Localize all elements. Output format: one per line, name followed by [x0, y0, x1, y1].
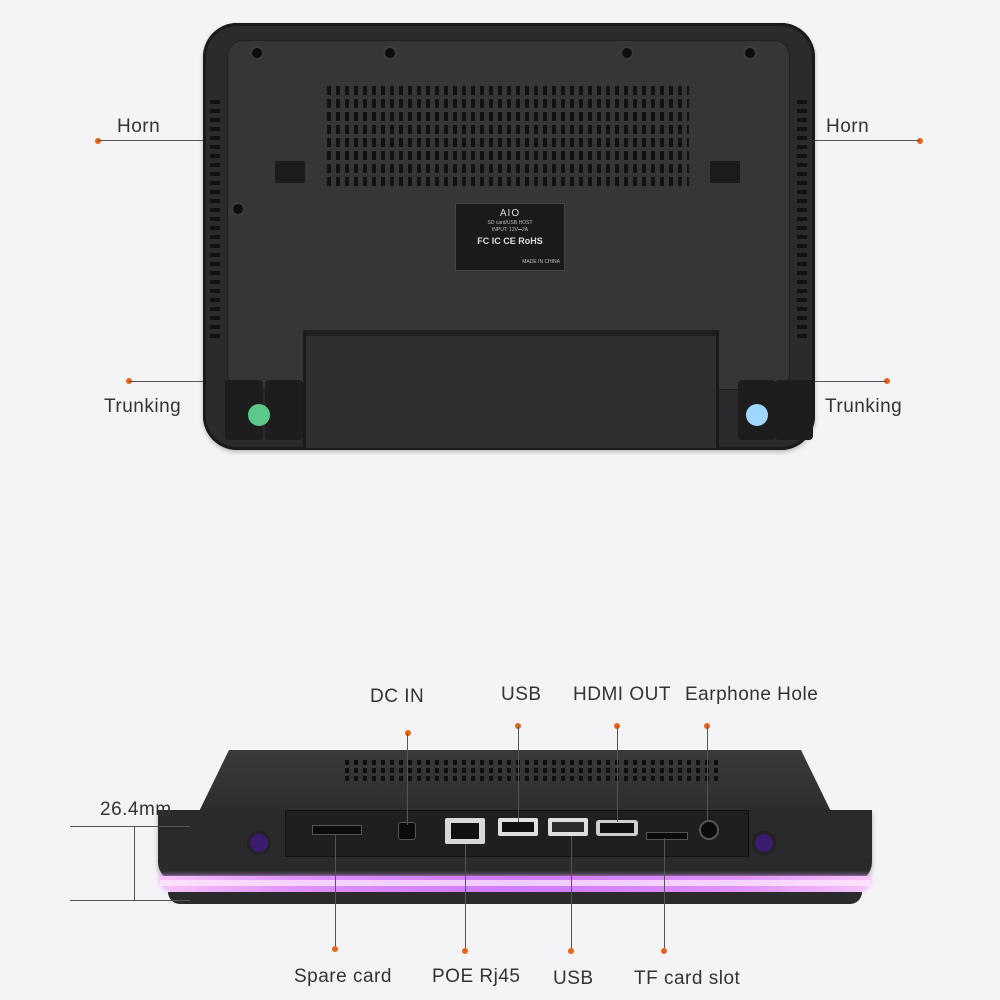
mount-slot	[275, 161, 305, 183]
device-label-plate: AIO SD card/USB HOST INPUT: 12V⎓2A FC IC…	[455, 203, 565, 271]
device-foot	[168, 892, 862, 904]
plate-certifications: FC IC CE RoHS	[477, 236, 543, 246]
poe-rj45-label: POE Rj45	[432, 966, 521, 987]
screw	[622, 48, 632, 58]
screw	[252, 48, 262, 58]
usb-port-1[interactable]	[498, 818, 538, 836]
side-vent-left	[210, 100, 220, 340]
callout-dot	[568, 948, 574, 954]
earphone-hole-label: Earphone Hole	[685, 684, 819, 705]
horn-right-label: Horn	[826, 116, 870, 137]
rj45-port[interactable]	[445, 818, 485, 844]
screw	[233, 204, 243, 214]
screw	[385, 48, 395, 58]
usb-top-label: USB	[501, 684, 542, 705]
plate-made-in: MADE IN CHINA	[522, 259, 560, 265]
speaker-vent-grille	[327, 86, 689, 190]
callout-dot	[917, 138, 923, 144]
callout-line	[707, 726, 708, 822]
trunking-left-label: Trunking	[104, 396, 182, 417]
blue-button[interactable]	[746, 404, 768, 426]
side-vent-right	[797, 100, 807, 340]
device-top-vent	[345, 760, 720, 782]
tf-card-slot[interactable]	[646, 832, 688, 840]
trunking-right-label: Trunking	[825, 396, 903, 417]
dimension-line-bottom	[70, 900, 190, 901]
callout-dot	[661, 948, 667, 954]
usb-port-2[interactable]	[548, 818, 588, 836]
callout-line	[129, 381, 203, 382]
spare-card-slot[interactable]	[312, 825, 362, 835]
dimension-line-top	[70, 826, 190, 827]
screw	[745, 48, 755, 58]
spare-card-label: Spare card	[294, 966, 392, 987]
side-knob-right	[755, 834, 773, 852]
callout-dot	[462, 948, 468, 954]
callout-line	[465, 844, 466, 948]
led-light-highlight	[160, 880, 870, 886]
thickness-label: 26.4mm	[100, 799, 172, 820]
callout-line	[815, 381, 887, 382]
tablet-stand	[303, 330, 719, 448]
mount-slot	[710, 161, 740, 183]
hdmi-port[interactable]	[596, 820, 638, 836]
callout-dot	[884, 378, 890, 384]
dc-in-label: DC IN	[370, 686, 425, 707]
horn-left-label: Horn	[117, 116, 161, 137]
green-button[interactable]	[248, 404, 270, 426]
callout-dot	[95, 138, 101, 144]
callout-dot	[332, 946, 338, 952]
earphone-jack[interactable]	[699, 820, 719, 840]
dimension-line-vertical	[134, 826, 135, 900]
usb-bottom-label: USB	[553, 968, 594, 989]
plate-line1: SD card/USB HOST	[487, 220, 533, 226]
callout-line	[98, 140, 203, 141]
plate-brand: AIO	[499, 208, 521, 219]
callout-line	[518, 726, 519, 822]
callout-dot	[405, 730, 411, 736]
callout-line	[571, 836, 572, 948]
hinge-right-inner	[775, 380, 813, 440]
hinge-left-inner	[265, 380, 303, 440]
side-knob-left	[250, 834, 268, 852]
callout-line	[815, 140, 920, 141]
hdmi-out-label: HDMI OUT	[573, 684, 671, 705]
plate-line2: INPUT: 12V⎓2A	[491, 227, 529, 233]
callout-line	[407, 733, 408, 825]
callout-line	[664, 838, 665, 948]
callout-line	[617, 726, 618, 822]
callout-line	[335, 834, 336, 946]
tf-card-slot-label: TF card slot	[634, 968, 741, 989]
